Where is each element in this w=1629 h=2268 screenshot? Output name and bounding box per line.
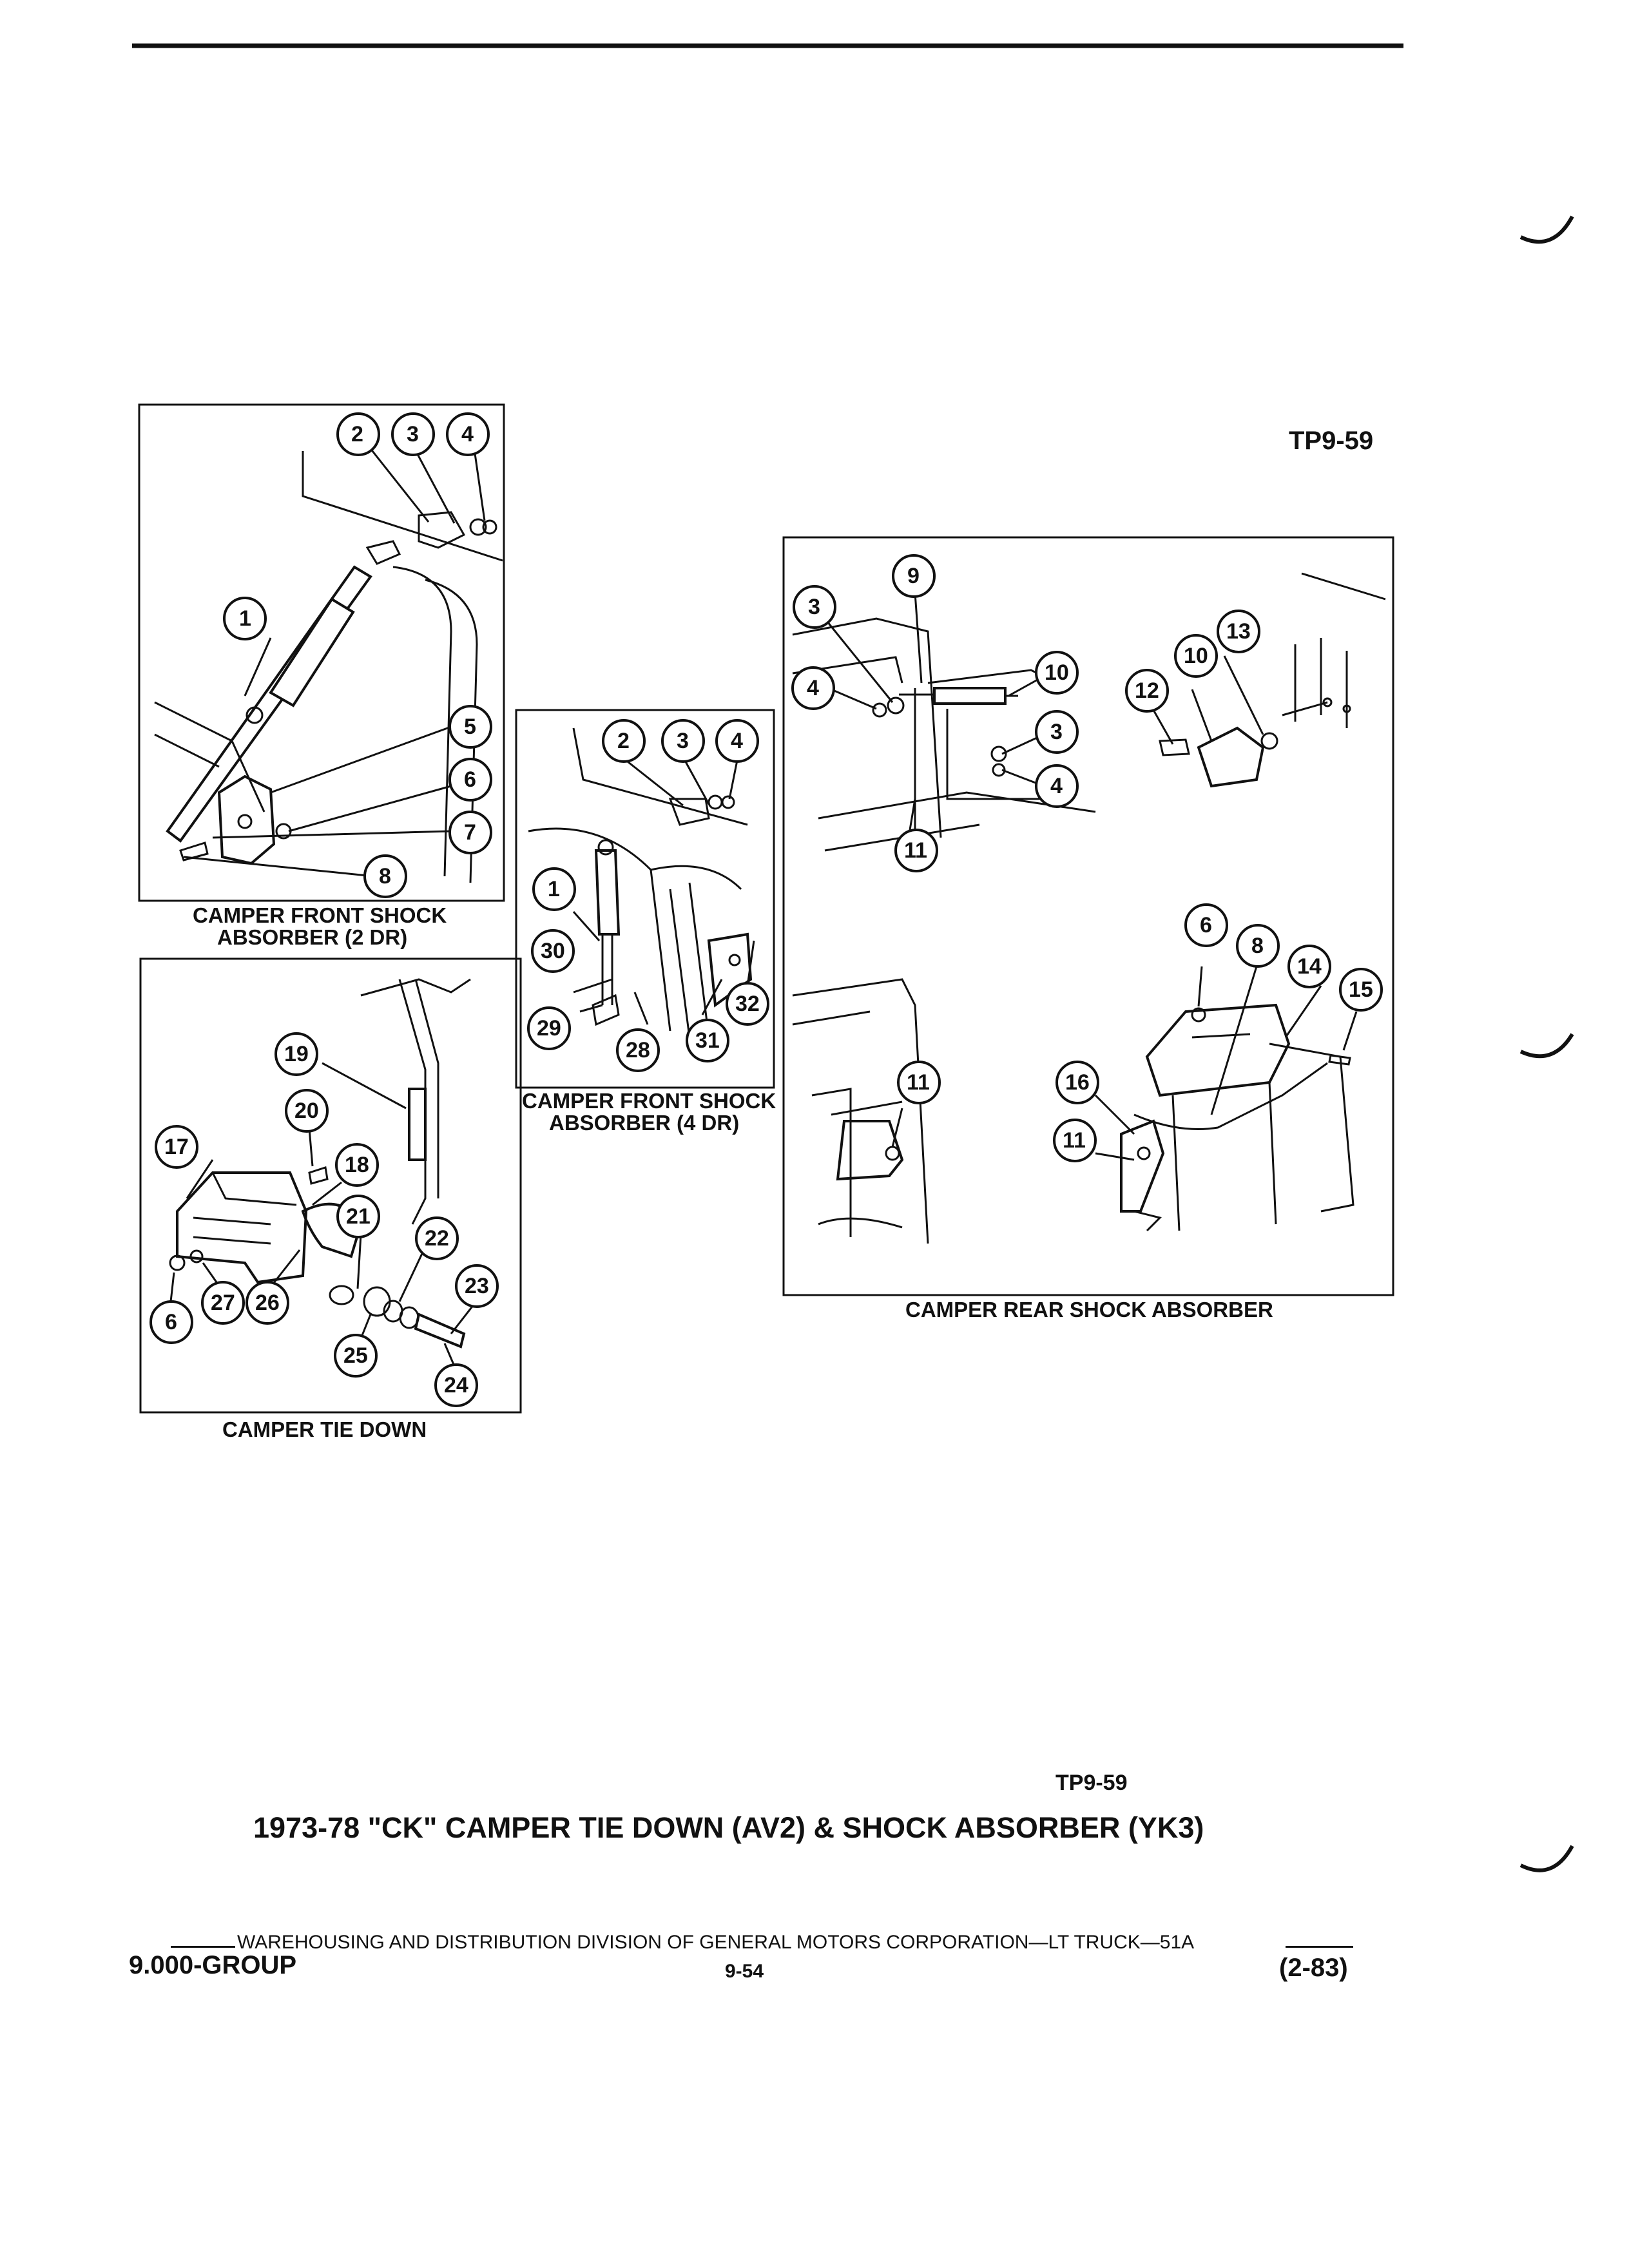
- caption-tie-down: CAMPER TIE DOWN: [222, 1418, 427, 1441]
- callout-label: 7: [464, 820, 476, 845]
- panel-front-shock-2dr: [138, 403, 505, 902]
- callout-label: 8: [379, 864, 391, 889]
- callout-label: 30: [541, 939, 565, 963]
- footer-division: WAREHOUSING AND DISTRIBUTION DIVISION OF…: [237, 1932, 1195, 1953]
- panel-front-shock-4dr: [515, 709, 775, 1089]
- page-ref-top: TP9-59: [1289, 427, 1374, 455]
- callout-label: 6: [464, 767, 476, 792]
- callout-label: 18: [345, 1153, 369, 1177]
- caption-front-2dr-line1: CAMPER FRONT SHOCK: [193, 903, 447, 927]
- caption-front-2dr-line2: ABSORBER (2 DR): [217, 925, 408, 949]
- caption-front-4dr-line1: CAMPER FRONT SHOCK: [522, 1089, 776, 1113]
- callout-label: 25: [343, 1343, 368, 1368]
- callout-label: 11: [1063, 1128, 1086, 1153]
- binder-mark: [1519, 215, 1574, 244]
- footer-rule-left: [171, 1946, 235, 1948]
- panel-rear-shock: [782, 536, 1394, 1296]
- callout-label: 1: [239, 606, 251, 631]
- callout-label: 20: [294, 1099, 319, 1123]
- callout-label: 3: [1050, 720, 1063, 744]
- footer-group: 9.000-GROUP: [129, 1951, 297, 1979]
- callout-label: 11: [904, 838, 927, 863]
- callout-label: 3: [677, 729, 689, 753]
- binder-mark: [1519, 1845, 1574, 1872]
- callout-label: 10: [1045, 660, 1069, 685]
- callout-label: 10: [1184, 644, 1208, 668]
- caption-front-4dr-line2: ABSORBER (4 DR): [549, 1111, 740, 1135]
- callout-label: 26: [255, 1291, 280, 1315]
- callout-label: 4: [1050, 774, 1063, 798]
- callout-label: 24: [444, 1373, 468, 1398]
- callout-label: 27: [211, 1291, 235, 1315]
- callout-label: 11: [907, 1070, 930, 1095]
- callout-label: 2: [617, 729, 630, 753]
- callout-label: 3: [808, 595, 820, 619]
- callout-circles: [149, 412, 1383, 1407]
- callout-label: 12: [1135, 678, 1159, 703]
- page-ref-bottom: TP9-59: [1055, 1771, 1128, 1795]
- callout-label: 21: [346, 1204, 371, 1229]
- callout-label: 14: [1297, 954, 1322, 979]
- footer-rule-right: [1286, 1946, 1353, 1948]
- callout-label: 28: [626, 1038, 650, 1062]
- callout-label: 1: [548, 877, 560, 901]
- callout-label: 4: [807, 676, 819, 700]
- callout-label: 31: [695, 1028, 720, 1053]
- callout-label: 15: [1349, 977, 1373, 1002]
- callout-label: 9: [907, 564, 920, 588]
- callout-label: 23: [465, 1274, 489, 1298]
- callout-label: 13: [1226, 619, 1251, 644]
- callout-label: 8: [1251, 934, 1264, 958]
- footer-date-code: (2-83): [1279, 1954, 1348, 1982]
- callout-label: 2: [351, 422, 363, 447]
- callout-label: 6: [1200, 913, 1212, 937]
- page-title: 1973-78 "CK" CAMPER TIE DOWN (AV2) & SHO…: [253, 1811, 1204, 1844]
- callout-label: 6: [165, 1310, 177, 1334]
- callout-label: 22: [425, 1226, 449, 1251]
- callout-label: 4: [731, 729, 743, 753]
- callout-label: 29: [537, 1016, 561, 1041]
- callout-label: 3: [407, 422, 419, 447]
- panel-tie-down: [139, 957, 522, 1414]
- callout-label: 17: [164, 1135, 189, 1159]
- callout-label: 4: [461, 422, 474, 447]
- caption-rear-shock: CAMPER REAR SHOCK ABSORBER: [905, 1298, 1273, 1321]
- callout-label: 32: [735, 992, 760, 1016]
- callout-label: 19: [284, 1042, 309, 1066]
- callout-label: 5: [464, 715, 476, 739]
- binder-mark: [1519, 1033, 1574, 1059]
- callout-label: 16: [1065, 1070, 1090, 1095]
- footer-page-number: 9-54: [725, 1961, 764, 1982]
